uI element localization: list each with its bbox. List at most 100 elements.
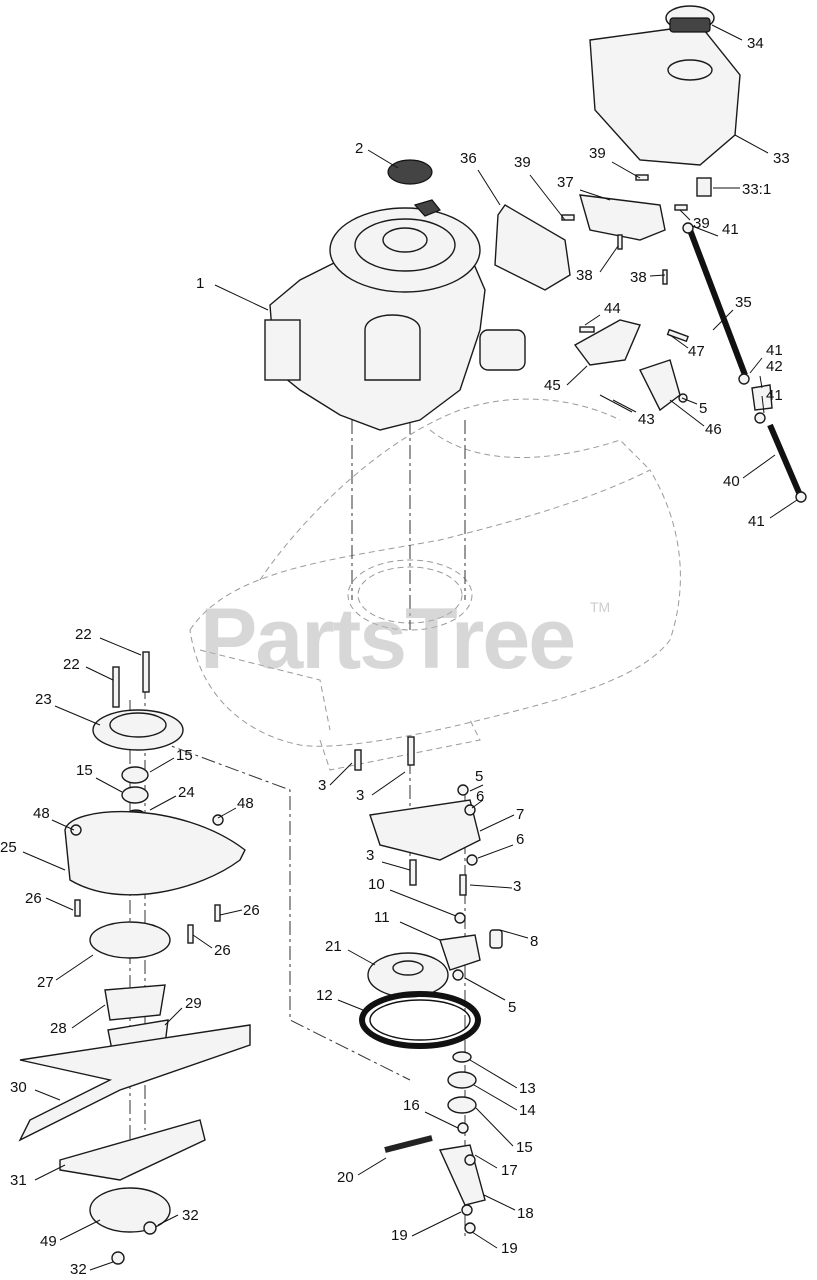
part-callout-label[interactable]: 18 <box>517 1205 534 1222</box>
part-callout-label[interactable]: 16 <box>403 1097 420 1114</box>
part-callout-label[interactable]: 12 <box>316 987 333 1004</box>
part-callout-label[interactable]: 3 <box>366 847 374 864</box>
engine-decal[interactable] <box>387 159 433 185</box>
fuel-cap[interactable] <box>665 5 715 33</box>
part-callout-label[interactable]: 49 <box>40 1233 57 1250</box>
fuel-tank-bracket[interactable] <box>494 204 571 291</box>
part-callout-label[interactable]: 13 <box>519 1080 536 1097</box>
bearing-15[interactable] <box>447 1096 477 1114</box>
part-callout-label[interactable]: 36 <box>460 150 477 167</box>
part-callout-label[interactable]: 41 <box>748 513 765 530</box>
part-callout-label[interactable]: 23 <box>35 691 52 708</box>
extension-spring[interactable] <box>384 1135 433 1153</box>
part-callout-label[interactable]: 1 <box>196 275 204 292</box>
engine[interactable] <box>264 199 526 431</box>
bearing-lower[interactable] <box>121 786 149 804</box>
part-callout-label[interactable]: 8 <box>530 933 538 950</box>
part-callout-label[interactable]: 11 <box>374 909 390 926</box>
part-callout-label[interactable]: 48 <box>237 795 254 812</box>
part-callout-label[interactable]: 41 <box>766 342 783 359</box>
part-callout-label[interactable]: 35 <box>735 294 752 311</box>
throttle-bracket[interactable] <box>573 319 641 366</box>
pulley-23[interactable] <box>92 709 184 751</box>
part-callout-label[interactable]: 45 <box>544 377 561 394</box>
mounting-plate[interactable] <box>579 194 666 241</box>
part-callout-label[interactable]: 5 <box>475 768 483 785</box>
part-callout-label[interactable]: 5 <box>699 400 707 417</box>
part-callout-label[interactable]: 3 <box>318 777 326 794</box>
part-callout-label[interactable]: 39 <box>589 145 606 162</box>
idler-arm[interactable] <box>439 934 481 971</box>
fuel-tank[interactable] <box>589 24 741 197</box>
callout-leader-line <box>734 134 769 154</box>
part-callout-label[interactable]: 27 <box>37 974 54 991</box>
part-callout-label[interactable]: 7 <box>516 806 524 823</box>
part-callout-label[interactable]: 19 <box>501 1240 518 1257</box>
part-callout-label[interactable]: 17 <box>501 1162 518 1179</box>
part-callout-label[interactable]: 38 <box>630 269 647 286</box>
part-callout-label[interactable]: 10 <box>368 876 385 893</box>
part-callout-label[interactable]: 3 <box>356 787 364 804</box>
callout-leader-line <box>399 921 441 941</box>
bearing-14[interactable] <box>447 1071 477 1089</box>
part-callout-label[interactable]: 34 <box>747 35 764 52</box>
part-callout-label[interactable]: 26 <box>214 942 231 959</box>
part-callout-label[interactable]: 14 <box>519 1102 536 1119</box>
baffle-plate[interactable] <box>64 810 246 896</box>
blade-stiffener[interactable] <box>89 921 171 959</box>
part-callout-label[interactable]: 15 <box>76 762 93 779</box>
bearing-upper[interactable] <box>121 766 149 784</box>
part-callout-label[interactable]: 44 <box>604 300 621 317</box>
part-callout-label[interactable]: 31 <box>10 1172 27 1189</box>
part-callout-label[interactable]: 19 <box>391 1227 408 1244</box>
part-callout-label[interactable]: 15 <box>516 1139 533 1156</box>
part-callout-label[interactable]: 39 <box>514 154 531 171</box>
brake-arm[interactable] <box>438 1144 486 1206</box>
fuel-line-upper[interactable] <box>687 228 748 377</box>
blade-hub[interactable] <box>89 1187 171 1233</box>
callout-leader-line <box>464 977 506 1001</box>
part-callout-label[interactable]: 6 <box>476 788 484 805</box>
part-callout-label[interactable]: 25 <box>0 839 17 856</box>
part-callout-label[interactable]: 38 <box>576 267 593 284</box>
part-callout-label[interactable]: 32 <box>70 1261 87 1278</box>
part-callout-label[interactable]: 2 <box>355 140 363 157</box>
part-callout-label[interactable]: 43 <box>638 411 655 428</box>
part-callout-label[interactable]: 37 <box>557 174 574 191</box>
part-callout-label[interactable]: 40 <box>723 473 740 490</box>
washer-13[interactable] <box>452 1051 472 1063</box>
lower-blade[interactable] <box>59 1119 206 1181</box>
callout-leader-line <box>473 1084 518 1111</box>
part-callout-label[interactable]: 46 <box>705 421 722 438</box>
part-callout-label[interactable]: 47 <box>688 343 705 360</box>
part-callout-label[interactable]: 41 <box>722 221 739 238</box>
callout-leader-line <box>469 784 484 792</box>
fuel-line-lower[interactable] <box>767 423 803 497</box>
part-callout-label[interactable]: 42 <box>766 358 783 375</box>
part-callout-label[interactable]: 20 <box>337 1169 354 1186</box>
part-callout-label[interactable]: 48 <box>33 805 50 822</box>
idler-bracket[interactable] <box>369 799 481 861</box>
part-callout-label[interactable]: 29 <box>185 995 202 1012</box>
part-callout-label[interactable]: 24 <box>178 784 195 801</box>
part-callout-label[interactable]: 32 <box>182 1207 199 1224</box>
part-callout-label[interactable]: 33:1 <box>742 181 771 198</box>
part-callout-label[interactable]: 41 <box>766 387 783 404</box>
part-callout-label[interactable]: 5 <box>508 999 516 1016</box>
part-callout-label[interactable]: 15 <box>176 747 193 764</box>
part-callout-label[interactable]: 6 <box>516 831 524 848</box>
part-callout-label[interactable]: 3 <box>513 878 521 895</box>
part-callout-label[interactable]: 33 <box>773 150 790 167</box>
drive-belt[interactable] <box>359 991 481 1049</box>
part-callout-label[interactable]: 22 <box>63 656 80 673</box>
callout-leader-line <box>584 314 601 326</box>
part-callout-label[interactable]: 22 <box>75 626 92 643</box>
part-callout-label[interactable]: 26 <box>243 902 260 919</box>
part-callout-label[interactable]: 30 <box>10 1079 27 1096</box>
mulching-blade[interactable] <box>18 1024 251 1142</box>
part-callout-label[interactable]: 21 <box>325 938 342 955</box>
part-callout-label[interactable]: 26 <box>25 890 42 907</box>
callout-leader-line <box>712 309 734 331</box>
part-callout-label[interactable]: 28 <box>50 1020 67 1037</box>
blade-adapter-plate[interactable] <box>104 984 166 1021</box>
